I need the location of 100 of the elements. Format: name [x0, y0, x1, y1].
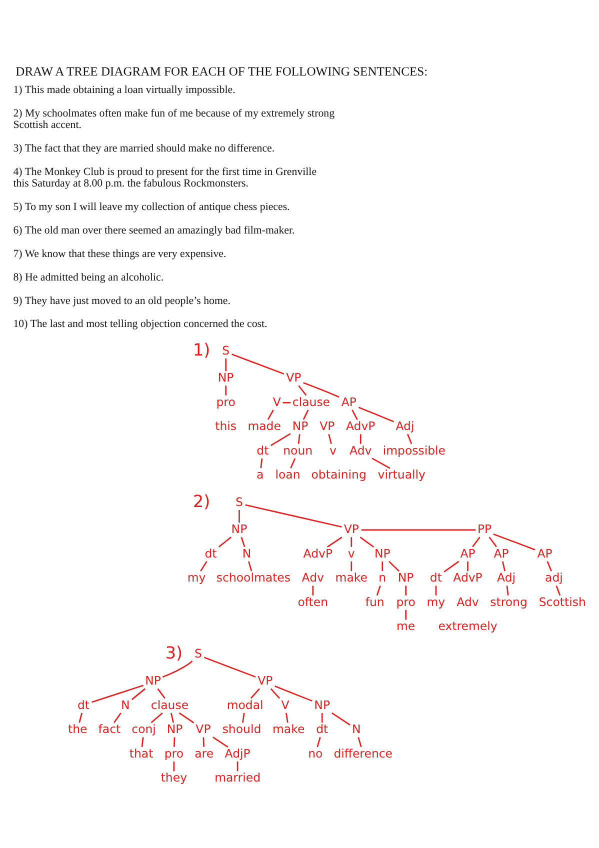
node-text: AdvP [346, 419, 376, 434]
label: extremely [438, 619, 498, 634]
connector [242, 712, 245, 723]
node-text: dt [430, 570, 442, 585]
node-text: fun [365, 594, 384, 609]
connector [312, 586, 314, 596]
node-text: pro [164, 746, 184, 760]
label: obtaining [311, 468, 366, 482]
connector [372, 458, 390, 469]
label: 1) [192, 339, 210, 360]
connector [282, 402, 291, 404]
node-text: N [242, 546, 252, 560]
connector [200, 561, 208, 572]
connector [232, 354, 284, 374]
connector [225, 386, 226, 396]
connector [267, 410, 274, 420]
connector [204, 656, 256, 678]
node-text: adj [545, 570, 563, 585]
node-text: V [272, 394, 281, 409]
connector [298, 434, 300, 444]
node-text: v [348, 546, 355, 560]
connector [360, 536, 374, 548]
node-text: the [68, 722, 88, 736]
label: 6) The old man over there seemed an amazingly bad film-maker. [13, 224, 295, 236]
label: 5) To my son I will leave my collection of antique chess pieces. [13, 201, 290, 214]
node-text: noun [283, 443, 313, 458]
connector [178, 712, 194, 724]
connector [382, 561, 384, 572]
connector [328, 434, 332, 444]
node-text: my [426, 594, 446, 609]
node-text: clause [292, 394, 330, 409]
node-text: they [160, 770, 188, 785]
connector [358, 406, 394, 422]
node-text: dt [204, 546, 217, 560]
connector [444, 560, 460, 572]
connector [326, 536, 342, 548]
node-text: loan [275, 468, 300, 482]
node-text: S [222, 343, 230, 358]
connector [248, 561, 252, 572]
connector [260, 458, 263, 468]
node-text: impossible [382, 443, 446, 458]
connector [225, 358, 226, 372]
connector [245, 504, 342, 528]
node-text: fact [98, 722, 121, 736]
connector [212, 736, 228, 748]
node-text: PP [477, 522, 492, 536]
node-text: virtually [378, 468, 426, 482]
connector [488, 536, 497, 548]
node-text: Adv [302, 570, 324, 585]
node-text: Scottish [538, 594, 586, 609]
connector [361, 529, 476, 531]
node-text: NP [292, 419, 308, 434]
node-text: conj [132, 722, 156, 736]
connector [236, 762, 238, 772]
node-text: VP [258, 674, 273, 688]
connector [406, 434, 412, 444]
connector [467, 561, 468, 572]
connector [472, 536, 480, 548]
connector [388, 560, 400, 572]
connector [303, 382, 340, 398]
node-text: NP [314, 698, 330, 712]
connector [150, 712, 163, 724]
connector [202, 737, 204, 747]
node-text: AdvP [453, 570, 482, 585]
connector [218, 536, 232, 548]
connector [250, 688, 260, 699]
connector [274, 685, 312, 702]
connector [114, 712, 122, 724]
label: 2) [192, 490, 210, 511]
connector [174, 737, 176, 747]
node-text: often [298, 594, 328, 609]
connector [286, 712, 288, 723]
node-text: AdjP [224, 746, 250, 760]
connector [546, 561, 552, 572]
node-text: N [120, 698, 130, 712]
node-text: dt [77, 698, 90, 712]
node-text: AP [341, 394, 356, 409]
connector [352, 410, 358, 420]
node-text: dt [256, 443, 269, 458]
node-text: modal [226, 698, 264, 712]
connector [141, 737, 144, 747]
node-text: VP [344, 522, 359, 536]
node-text: VP [196, 722, 211, 736]
node-text: NP [166, 722, 183, 736]
node-text: Adj [396, 419, 414, 434]
node-text: N [352, 722, 361, 736]
node-text: Adv [350, 443, 372, 458]
node-text: AdvP [303, 546, 333, 560]
node-text: NP [374, 546, 390, 560]
node-text: married [214, 770, 261, 785]
label: this [215, 419, 237, 434]
node-text: make [272, 722, 305, 736]
node-text: AP [494, 546, 509, 560]
node-text: VP [286, 370, 302, 384]
node-text: no [308, 746, 323, 760]
label: 3) [165, 642, 183, 662]
connector [302, 410, 309, 420]
node-text: S [236, 494, 243, 509]
node-text: AP [537, 546, 552, 560]
node-text: S [194, 646, 202, 660]
